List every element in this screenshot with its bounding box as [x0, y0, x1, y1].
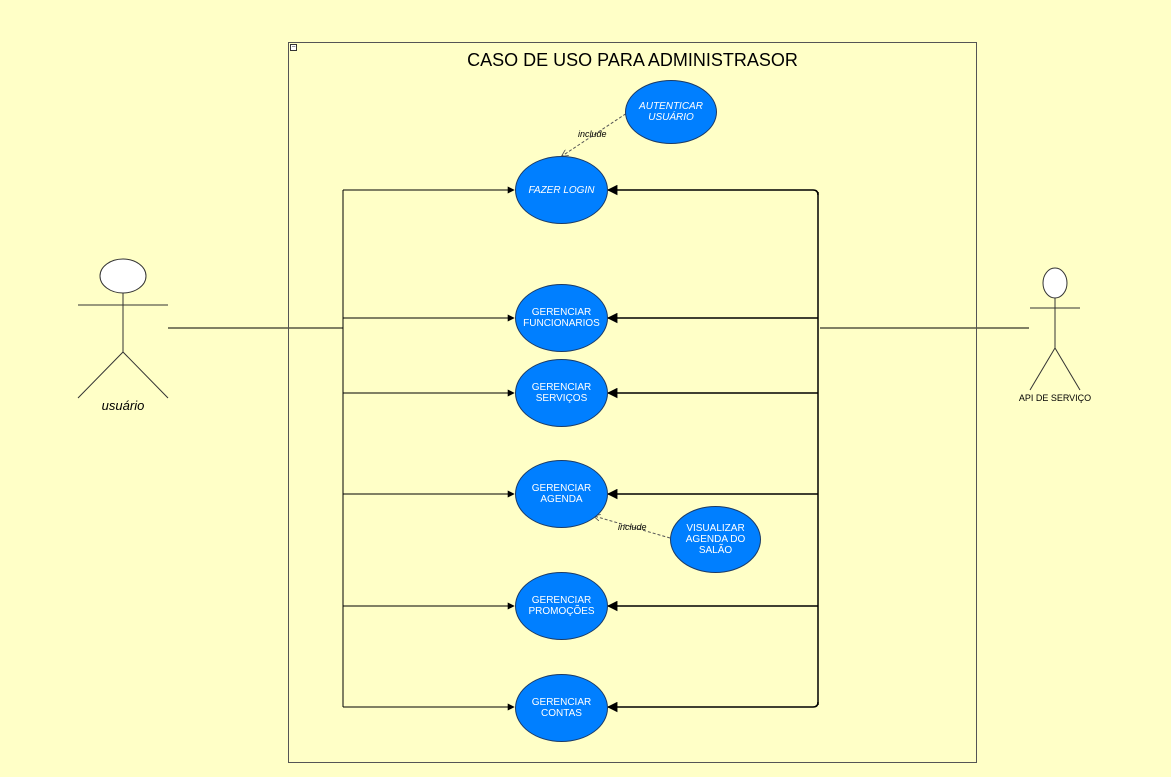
- usecase-gerenciar-contas[interactable]: GERENCIAR CONTAS: [515, 674, 608, 742]
- actor-usuario-label: usuário: [101, 398, 145, 413]
- usecase-gerenciar-servicos[interactable]: GERENCIAR SERVIÇOS: [515, 359, 608, 427]
- actor-api-figure[interactable]: [1029, 267, 1081, 391]
- actor-usuario-figure[interactable]: [77, 258, 169, 399]
- usecase-fazer-login[interactable]: FAZER LOGIN: [515, 156, 608, 224]
- usecase-visualizar-agenda[interactable]: VISUALIZAR AGENDA DO SALÃO: [670, 506, 761, 573]
- collapse-icon[interactable]: −: [290, 44, 297, 51]
- left-associations: [168, 186, 515, 711]
- system-boundary[interactable]: [288, 42, 977, 763]
- include-relations: [562, 110, 671, 539]
- usecase-gerenciar-agenda[interactable]: GERENCIAR AGENDA: [515, 460, 608, 528]
- right-associations: [606, 184, 1029, 713]
- diagram-title: CASO DE USO PARA ADMINISTRASOR: [467, 50, 798, 70]
- usecase-autenticar-usuario[interactable]: AUTENTICAR USUÁRIO: [625, 80, 717, 144]
- usecase-gerenciar-funcionarios[interactable]: GERENCIAR FUNCIONARIOS: [515, 284, 608, 352]
- include-label-agenda: include: [618, 522, 647, 532]
- usecase-gerenciar-promocoes[interactable]: GERENCIAR PROMOÇÕES: [515, 572, 608, 640]
- actor-api-label: API DE SERVIÇO: [1018, 393, 1092, 403]
- include-label-login: include: [578, 129, 607, 139]
